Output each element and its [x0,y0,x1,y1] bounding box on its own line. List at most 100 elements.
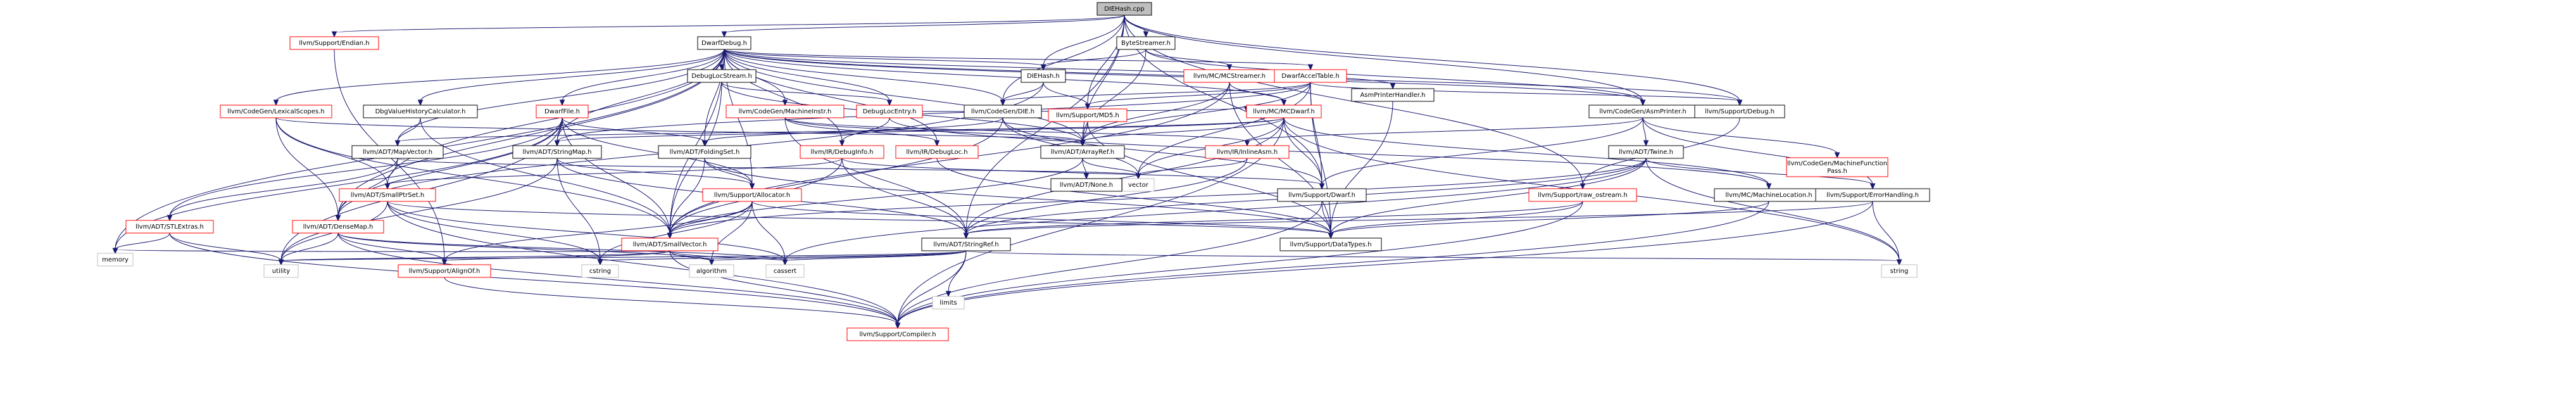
graph-node-llvm-support-endian[interactable]: llvm/Support/Endian.h [289,36,379,50]
graph-node-adt-mapvector[interactable]: llvm/ADT/MapVector.h [351,145,444,159]
graph-node-root: DIEHash.cpp [1096,2,1152,16]
dependency-edge [387,158,843,186]
dependency-arrowhead [1143,31,1149,38]
graph-node-codegen-die[interactable]: llvm/CodeGen/DIE.h [964,104,1042,118]
dependency-arrowhead [963,232,969,239]
graph-node-dwarffile[interactable]: DwarfFile.h [536,104,589,118]
graph-node-ir-debugloc[interactable]: llvm/IR/DebugLoc.h [895,145,979,159]
dependency-edge [337,158,398,217]
graph-node-debuglocentry[interactable]: DebugLocEntry.h [856,104,923,118]
graph-node-adt-stringmap[interactable]: llvm/ADT/StringMap.h [512,145,602,159]
dependency-edge [1310,82,1323,186]
node-label: llvm/ADT/FoldingSet.h [670,149,740,156]
dependency-edge [556,49,725,142]
graph-node-dbgvaluehistory[interactable]: DbgValueHistoryCalculator.h [363,104,478,118]
dependency-edge [1082,117,1285,142]
dependency-edge [1087,82,1311,106]
dependency-edge [965,15,1125,235]
graph-node-adt-stlextras[interactable]: llvm/ADT/STLExtras.h [125,220,214,234]
graph-node-bytestreamer[interactable]: ByteStreamer.h [1116,36,1176,50]
dependency-edge [115,232,170,250]
graph-node-support-debug[interactable]: llvm/Support/Debug.h [1694,104,1785,118]
dependency-edge [751,201,786,262]
dependency-edge [556,82,1311,142]
node-box [1815,188,1930,202]
dependency-arrowhead [1244,140,1250,147]
node-label: utility [272,268,291,275]
node-label: llvm/ADT/DenseMap.h [303,224,374,231]
dependency-edge [562,117,705,142]
node-box [921,237,1011,251]
dependency-arrowhead [701,140,708,147]
graph-node-adt-smallptrset[interactable]: llvm/ADT/SmallPtrSet.h [339,188,436,202]
node-label: llvm/CodeGen/LexicalScopes.h [227,108,324,115]
dependency-edge [1330,158,1647,235]
node-box [351,145,444,159]
node-box [339,188,436,202]
graph-node-support-errorhandling[interactable]: llvm/Support/ErrorHandling.h [1815,188,1930,202]
node-label: ByteStreamer.h [1121,40,1171,47]
graph-node-mc-mcdwarf[interactable]: llvm/MC/MCDwarf.h [1246,104,1322,118]
node-box [363,104,478,118]
node-box [1786,157,1888,177]
dependency-arrowhead [945,291,952,298]
dependency-edge [704,158,1331,235]
dependency-edge [1124,15,1147,34]
dependency-arrowhead [394,140,401,147]
node-label: Pass.h [1827,168,1847,175]
node-label: llvm/Support/Debug.h [1705,108,1775,115]
graph-node-support-compiler[interactable]: llvm/Support/Compiler.h [846,327,949,341]
graph-node-adt-twine[interactable]: llvm/ADT/Twine.h [1608,145,1684,159]
graph-node-support-allocator[interactable]: llvm/Support/Allocator.h [702,188,802,202]
graph-node-debuglocstream[interactable]: DebugLocStream.h [687,69,757,83]
dependency-edge [387,201,898,325]
graph-node-support-raw-ostream[interactable]: llvm/Support/raw_ostream.h [1528,188,1637,202]
node-box [765,264,805,278]
dependency-edge [1229,82,1331,235]
graph-node-codegen-asmprinter[interactable]: llvm/CodeGen/AsmPrinter.h [1588,104,1697,118]
dependency-arrowhead [886,99,893,106]
dependency-edge [275,117,339,217]
node-box [702,188,802,202]
graph-node-codegen-machineinstr[interactable]: llvm/CodeGen/MachineInstr.h [726,104,845,118]
node-label: llvm/Support/Dwarf.h [1288,192,1355,199]
graph-node-asmprinterhandler[interactable]: AsmPrinterHandler.h [1351,88,1435,102]
node-label: llvm/ADT/STLExtras.h [135,224,204,231]
graph-node-adt-arrayref[interactable]: llvm/ADT/ArrayRef.h [1040,145,1125,159]
dependency-edge [275,117,388,186]
node-label: llvm/ADT/SmallPtrSet.h [351,192,424,199]
dependency-edge [337,232,898,325]
dependency-arrowhead [1083,173,1090,180]
graph-node-dwarfacceltable[interactable]: DwarfAccelTable.h [1274,69,1347,83]
graph-node-support-dwarf[interactable]: llvm/Support/Dwarf.h [1277,188,1367,202]
node-box [800,145,884,159]
graph-node-adt-foldingset[interactable]: llvm/ADT/FoldingSet.h [658,145,751,159]
dependency-arrowhead [1328,232,1334,239]
node-box [697,36,751,50]
dependency-edge [1321,201,1331,235]
graph-node-ir-inlineasm[interactable]: llvm/IR/InlineAsm.h [1205,145,1290,159]
dependency-edge [711,250,967,262]
dependency-edge [1145,49,1643,102]
graph-node-support-alignof[interactable]: llvm/Support/AlignOf.h [398,264,491,278]
node-box [1279,237,1382,251]
graph-node-codegen-lexicalscopes[interactable]: llvm/CodeGen/LexicalScopes.h [220,104,332,118]
graph-node-ir-debuginfo[interactable]: llvm/IR/DebugInfo.h [800,145,884,159]
graph-node-adt-stringref[interactable]: llvm/ADT/StringRef.h [921,237,1011,251]
dependency-edge [1043,15,1125,66]
graph-node-adt-smallvector[interactable]: llvm/ADT/SmallVector.h [621,237,719,251]
graph-node-adt-densemap[interactable]: llvm/ADT/DenseMap.h [292,220,384,234]
node-box [856,104,923,118]
graph-node-diehash-h[interactable]: DIEHash.h [1021,69,1066,83]
graph-node-dwarfdebug[interactable]: DwarfDebug.h [697,36,751,50]
graph-node-support-datatypes[interactable]: llvm/Support/DataTypes.h [1279,237,1382,251]
graph-node-mc-machinelocation[interactable]: llvm/MC/MachineLocation.h [1714,188,1824,202]
dependency-arrowhead [335,215,341,222]
dependency-arrowhead [1281,99,1287,106]
node-box [658,145,751,159]
graph-node-mcstreamer[interactable]: llvm/MC/MCStreamer.h [1183,69,1276,83]
node-label: llvm/IR/DebugLoc.h [906,149,967,156]
graph-node-adt-none[interactable]: llvm/ADT/None.h [1050,178,1122,192]
graph-node-support-md5[interactable]: llvm/Support/MD5.h [1048,108,1128,122]
